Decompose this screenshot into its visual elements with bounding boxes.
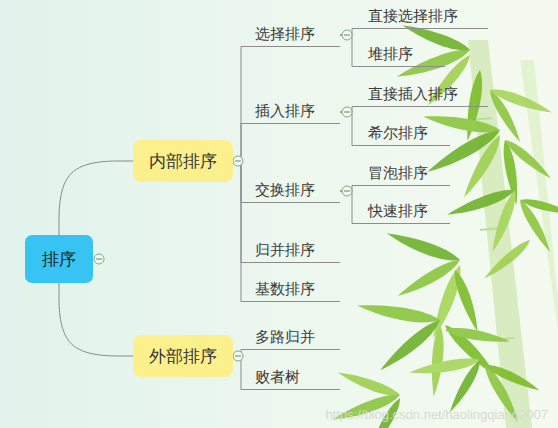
- topic-text: 选择排序: [255, 25, 315, 44]
- topic-text: 堆排序: [368, 45, 413, 64]
- bamboo-leaf: [460, 133, 505, 201]
- bamboo-leaf: [483, 361, 541, 395]
- branch-line: [233, 124, 242, 162]
- topic-text: 归并排序: [255, 241, 315, 260]
- subtopic: 基数排序: [242, 278, 340, 302]
- subtopic: 交换排序: [242, 179, 340, 203]
- watermark: https://blog.csdn.net/haolingqiang2007: [325, 407, 548, 422]
- bamboo-leaf: [444, 325, 511, 346]
- subtopic: 直接插入排序: [355, 83, 488, 107]
- bamboo-leaf: [422, 111, 501, 136]
- subtopic: 败者树: [242, 366, 340, 390]
- root-topic: 排序: [25, 235, 93, 283]
- collapse-minus: [96, 35, 350, 356]
- topic-text: 多路归并: [255, 328, 315, 347]
- bamboo-leaf: [519, 196, 558, 218]
- subtopic: 快速排序: [355, 200, 450, 224]
- topic-text: 直接插入排序: [368, 85, 458, 104]
- branch-line: [233, 47, 242, 162]
- topic-text: 希尔排序: [368, 124, 428, 143]
- bamboo-leaves: [331, 21, 558, 428]
- subtopic: 插入排序: [242, 100, 340, 124]
- bamboo-leaf: [446, 358, 484, 414]
- subtopic: 冒泡排序: [355, 162, 450, 186]
- bamboo-leaf: [385, 228, 462, 266]
- bamboo-leaf: [488, 188, 520, 253]
- subtopic: 堆排序: [355, 43, 445, 67]
- topic-text: 排序: [42, 248, 76, 271]
- bamboo-leaf: [488, 85, 553, 117]
- topic-text: 外部排序: [149, 345, 217, 368]
- bamboo-leaf: [429, 325, 446, 398]
- topic-text: 基数排序: [255, 280, 315, 299]
- topic-text: 交换排序: [255, 181, 315, 200]
- topic-text: 内部排序: [149, 150, 217, 173]
- bamboo-leaf: [356, 300, 441, 327]
- subtopic: 希尔排序: [355, 122, 450, 146]
- subtopic: 归并排序: [242, 239, 340, 263]
- main-topic: 内部排序: [133, 140, 233, 182]
- branch-line: [233, 161, 242, 302]
- subtopic: 多路归并: [242, 326, 340, 350]
- branch-line: [59, 283, 133, 356]
- bamboo-leaf: [481, 237, 533, 282]
- topic-text: 直接选择排序: [368, 7, 458, 26]
- topic-text: 冒泡排序: [368, 164, 428, 183]
- subtopic: 选择排序: [242, 23, 340, 47]
- subtopic: 直接选择排序: [355, 5, 488, 29]
- bamboo-leaf: [502, 136, 554, 181]
- bamboo-leaf: [451, 268, 483, 333]
- branch-line: [59, 161, 133, 235]
- topic-text: 插入排序: [255, 102, 315, 121]
- topic-text: 快速排序: [368, 202, 428, 221]
- topic-text: 败者树: [255, 368, 300, 387]
- main-topic: 外部排序: [133, 335, 233, 377]
